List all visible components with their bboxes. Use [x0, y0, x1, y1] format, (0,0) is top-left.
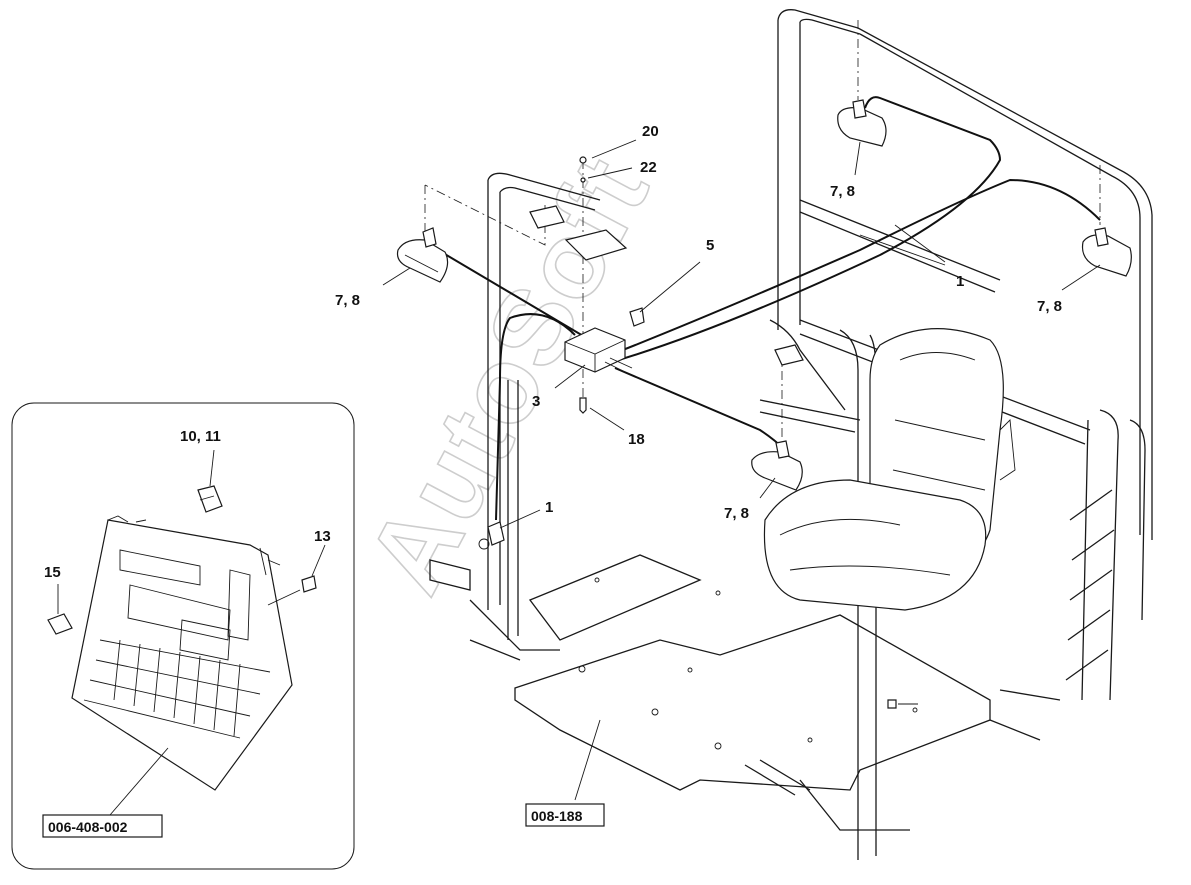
callout-7-8-lower: 7, 8 — [724, 505, 749, 522]
callout-1-harness: 1 — [956, 273, 964, 290]
work-light-top — [837, 99, 887, 147]
callout-22: 22 — [640, 159, 657, 176]
callout-18: 18 — [628, 431, 645, 448]
operator-seat — [763, 328, 1016, 611]
floor-plate — [469, 554, 1061, 831]
junction-box — [564, 327, 633, 373]
floor-reference: 008-188 — [525, 803, 605, 827]
callout-7-8-left: 7, 8 — [335, 292, 360, 309]
control-panel-inset: 10, 11 13 15 006-408-002 — [11, 402, 355, 870]
floor-ref-label: 008-188 — [531, 808, 583, 824]
work-light-left — [396, 227, 449, 283]
callout-7-8-top: 7, 8 — [830, 183, 855, 200]
callout-3: 3 — [532, 393, 540, 410]
callout-15: 15 — [44, 564, 61, 581]
washer-icon — [579, 156, 587, 164]
screw-icon — [579, 397, 587, 414]
callout-5: 5 — [706, 237, 714, 254]
nut-icon — [580, 177, 586, 183]
callout-20: 20 — [642, 123, 659, 140]
push-rivet — [629, 307, 645, 327]
work-light-right — [1081, 227, 1132, 277]
callout-7-8-right: 7, 8 — [1037, 298, 1062, 315]
indicator-lamp-icon — [47, 613, 73, 635]
floor-component — [887, 699, 897, 709]
callout-13: 13 — [314, 528, 331, 545]
callout-1-connector: 1 — [545, 499, 553, 516]
toggle-switch-icon — [301, 575, 317, 593]
work-light-lower — [751, 440, 803, 491]
panel-ref-label: 006-408-002 — [48, 819, 128, 835]
leader-lines — [382, 139, 1101, 801]
rocker-switch-icon — [197, 485, 223, 513]
callout-10-11: 10, 11 — [180, 428, 221, 445]
